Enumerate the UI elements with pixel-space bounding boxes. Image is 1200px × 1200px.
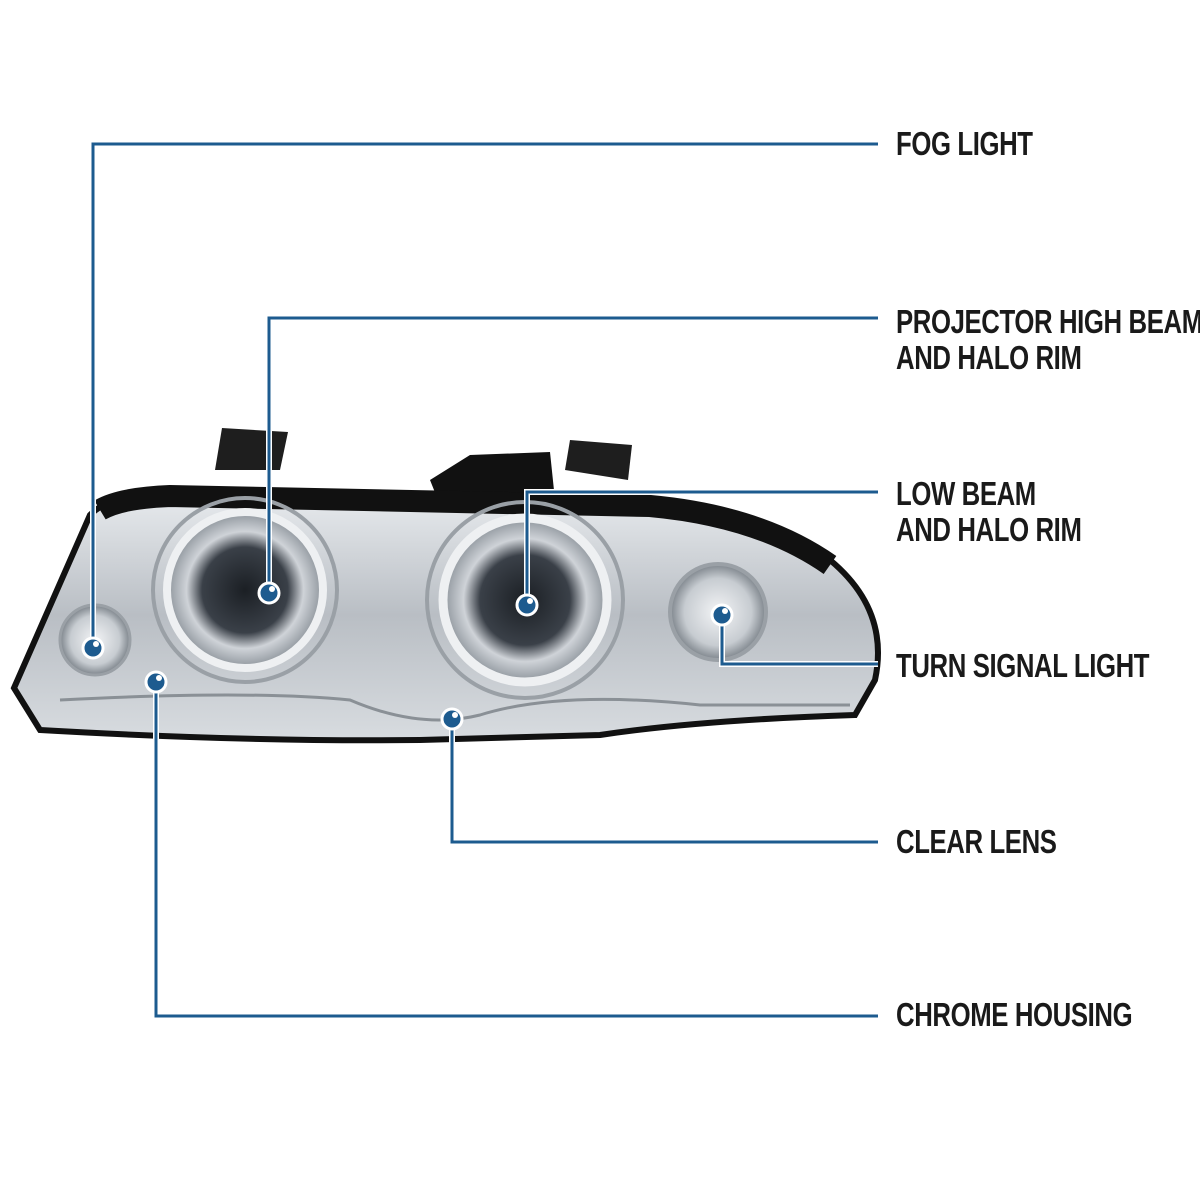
- callout-dot-turn-signal: [710, 603, 734, 627]
- callout-dot-chrome-housing: [144, 670, 168, 694]
- label-turn-signal: TURN SIGNAL LIGHT: [896, 647, 1150, 684]
- label-fog-light: FOG LIGHT: [896, 126, 1033, 162]
- label-line: PROJECTOR HIGH BEAM: [896, 303, 1200, 340]
- callout-dot-low-beam: [515, 593, 539, 617]
- callout-line-clear-lens: [450, 719, 878, 844]
- callout-line-turn-signal: [720, 615, 878, 666]
- label-line: AND HALO RIM: [896, 511, 1082, 548]
- label-line: CHROME HOUSING: [896, 996, 1133, 1033]
- callout-dot-clear-lens: [440, 707, 464, 731]
- callout-dot-projector-high-beam: [257, 581, 281, 605]
- label-projector-high-beam: PROJECTOR HIGH BEAM AND HALO RIM: [896, 304, 1200, 376]
- callout-line-low-beam: [525, 490, 878, 605]
- label-line: AND HALO RIM: [896, 339, 1082, 376]
- callout-dots: [81, 581, 734, 731]
- label-line: TURN SIGNAL LIGHT: [896, 647, 1150, 684]
- high-beam-projector: [163, 508, 327, 672]
- label-line: LOW BEAM: [896, 475, 1036, 512]
- label-line: CLEAR LENS: [896, 823, 1057, 860]
- callout-line-projector-high-beam: [267, 316, 878, 593]
- callout-dot-fog-light: [81, 636, 105, 660]
- label-low-beam: LOW BEAM AND HALO RIM: [896, 475, 1082, 548]
- label-line: FOG LIGHT: [896, 125, 1033, 162]
- callout-line-chrome-housing: [154, 682, 878, 1018]
- callout-line-fog-light: [91, 142, 878, 648]
- label-clear-lens: CLEAR LENS: [896, 824, 1057, 860]
- label-chrome-housing: CHROME HOUSING: [896, 996, 1133, 1033]
